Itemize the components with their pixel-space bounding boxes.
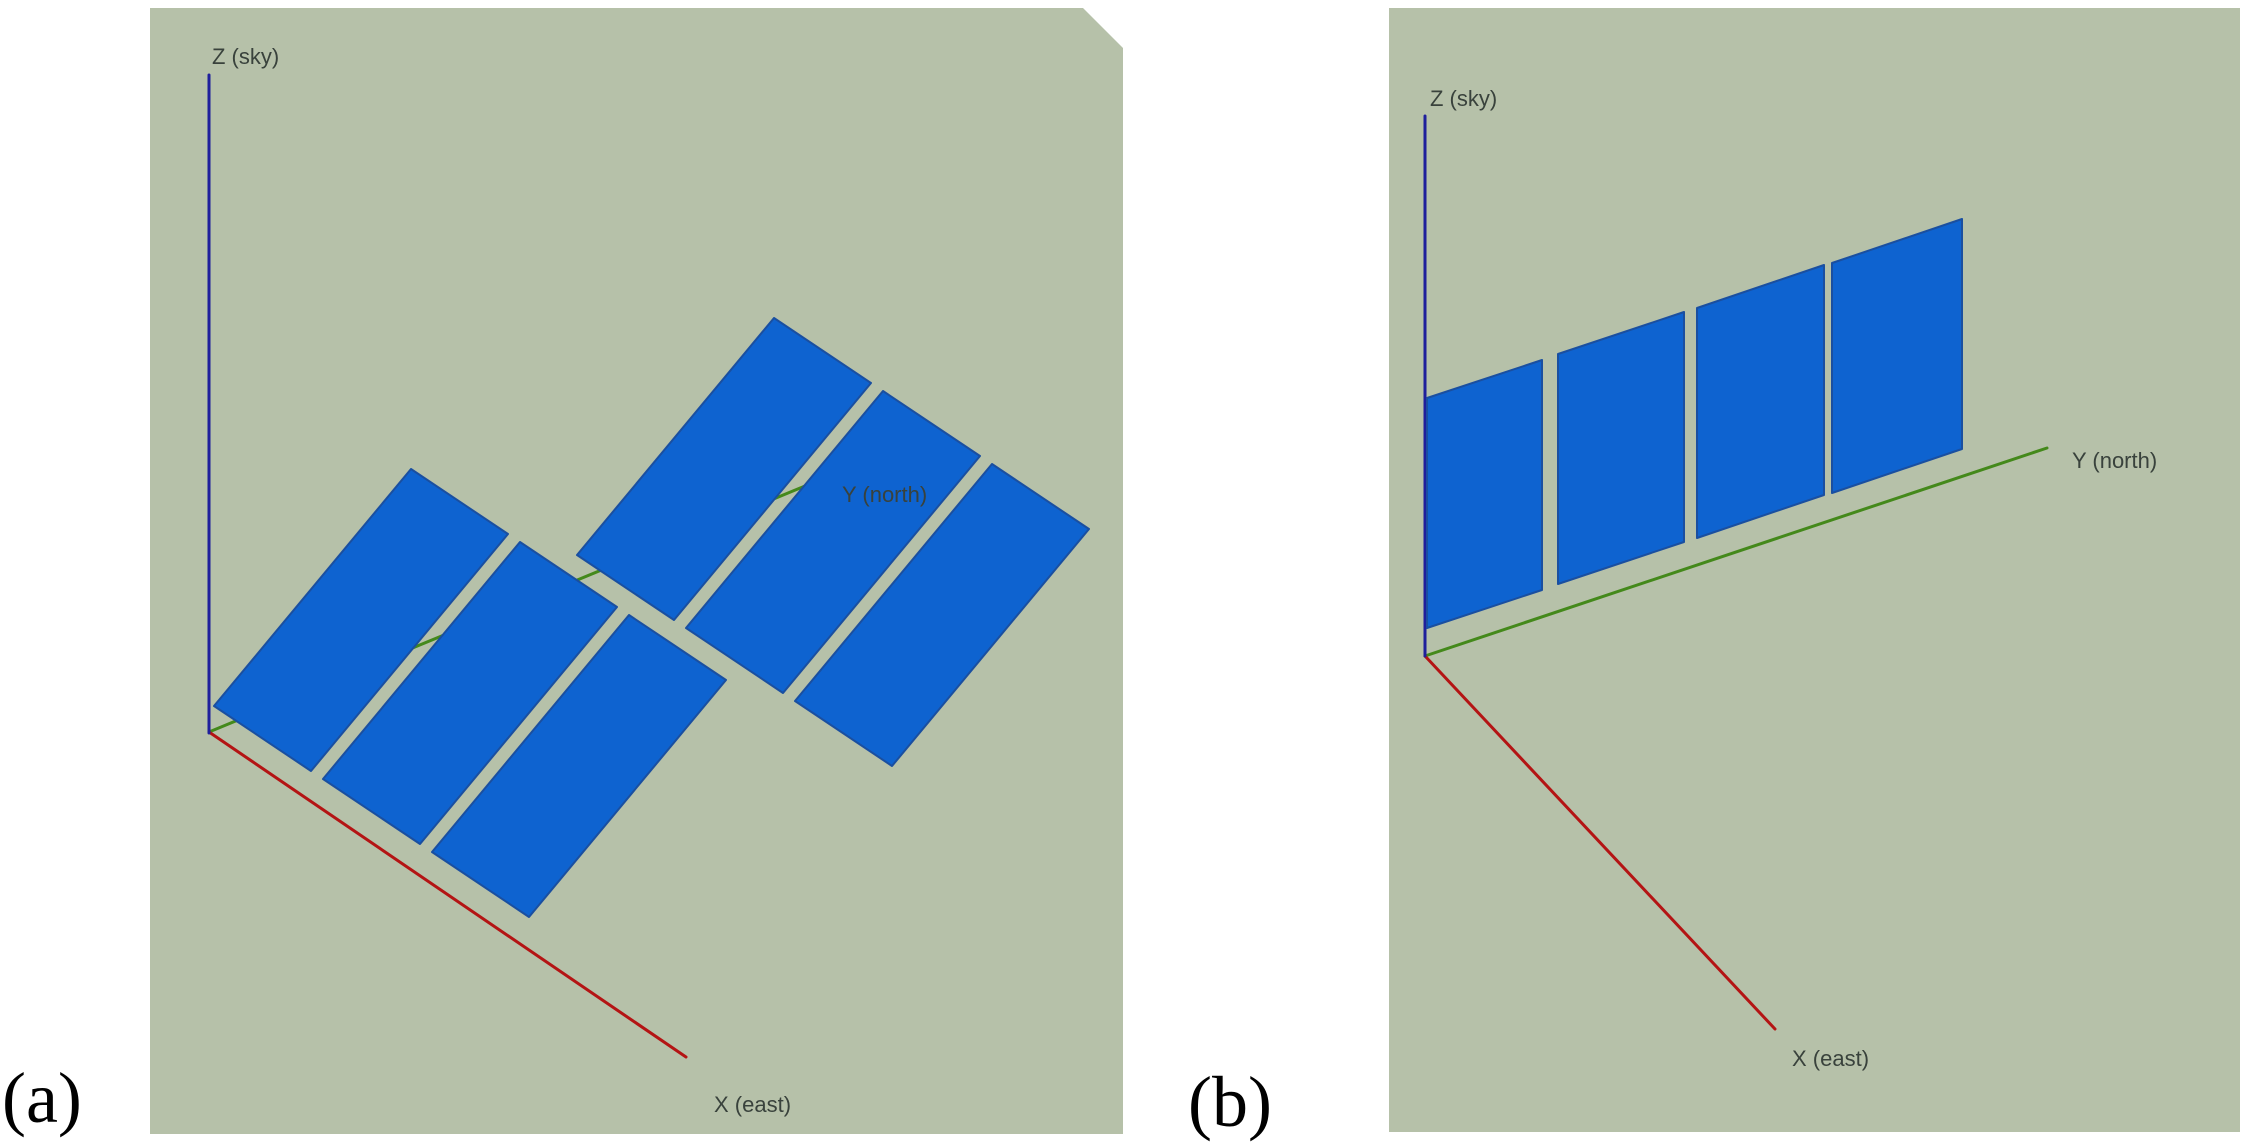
pv-module xyxy=(322,541,618,845)
y-axis-label: Y (north) xyxy=(2072,448,2157,473)
y-axis-label: Y (north) xyxy=(842,482,927,507)
panel-b-scene: Z (sky) Y (north) X (east) xyxy=(1389,8,2240,1132)
pv-module xyxy=(1557,311,1685,585)
pv-module xyxy=(213,468,509,772)
pv-module xyxy=(576,317,872,621)
x-axis-line xyxy=(1423,654,1777,1031)
subfigure-caption-a: (a) xyxy=(2,1058,82,1138)
z-axis-label: Z (sky) xyxy=(212,44,279,69)
pv-module xyxy=(431,614,727,918)
x-axis-line xyxy=(207,730,688,1059)
pv-module xyxy=(1831,218,1963,494)
pv-module xyxy=(685,390,981,694)
panel-a-scene: Z (sky) Y (north) X (east) xyxy=(150,8,1123,1134)
pv-module xyxy=(1426,359,1543,629)
pv-module xyxy=(1696,264,1825,539)
y-axis-line xyxy=(1423,446,2049,658)
ground-b xyxy=(1389,8,2240,1132)
subfigure-caption-b: (b) xyxy=(1188,1062,1272,1142)
x-axis-label: X (east) xyxy=(714,1092,791,1117)
z-axis-label: Z (sky) xyxy=(1430,86,1497,111)
pv-module xyxy=(794,463,1090,767)
x-axis-label: X (east) xyxy=(1792,1046,1869,1071)
